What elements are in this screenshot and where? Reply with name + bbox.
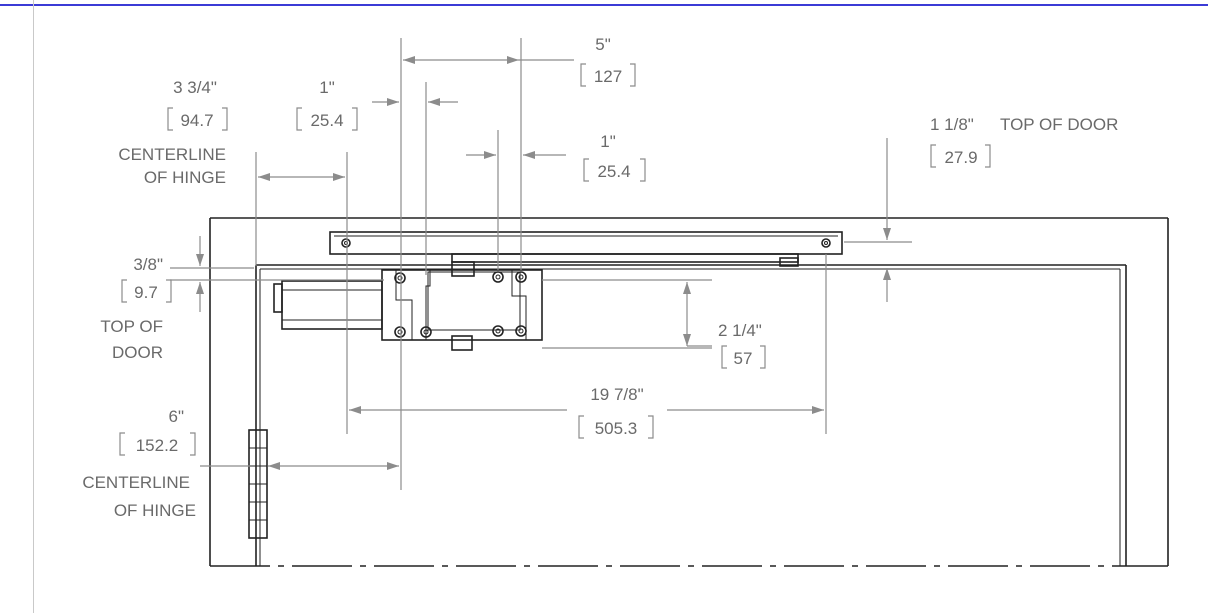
extension-lines bbox=[170, 38, 912, 490]
dim-arm-offset-inch: 1" bbox=[600, 132, 616, 151]
dim-closer-width-mm: 127 bbox=[594, 67, 622, 86]
dim-overall-inch: 19 7/8" bbox=[590, 385, 643, 404]
dim-hinge-bottom-inch: 6" bbox=[169, 407, 185, 426]
dim-track-top-inch: 1 1/8" bbox=[930, 115, 974, 134]
dim-hinge-bottom-note-1: CENTERLINE bbox=[82, 473, 190, 492]
door-frame bbox=[209, 217, 1169, 567]
dim-closer-width-inch: 5" bbox=[595, 35, 611, 54]
dim-track-top-note: TOP OF DOOR bbox=[1000, 115, 1118, 134]
closer-body bbox=[273, 269, 543, 351]
metric-brackets bbox=[119, 63, 991, 456]
top-border bbox=[0, 0, 1208, 6]
dim-body-height-mm: 57 bbox=[734, 349, 753, 368]
dim-body-top-mm: 9.7 bbox=[134, 283, 158, 302]
dim-hinge-bottom-mm: 152.2 bbox=[136, 436, 179, 455]
dim-hinge-to-closer-inch: 3 3/4" bbox=[173, 78, 217, 97]
hinge bbox=[248, 429, 268, 539]
dim-hinge-note-2: OF HINGE bbox=[144, 168, 226, 187]
dim-screw-offset-inch: 1" bbox=[319, 78, 335, 97]
dim-body-top-note-1: TOP OF bbox=[100, 317, 163, 336]
dim-hinge-note-1: CENTERLINE bbox=[118, 145, 226, 164]
dim-body-height-inch: 2 1/4" bbox=[718, 321, 762, 340]
dim-track-top-mm: 27.9 bbox=[944, 148, 977, 167]
dim-hinge-to-closer-mm: 94.7 bbox=[180, 111, 213, 130]
dimension-lines bbox=[196, 56, 891, 470]
dim-body-top-note-2: DOOR bbox=[112, 343, 163, 362]
dim-hinge-bottom-note-2: OF HINGE bbox=[114, 501, 196, 520]
dim-arm-offset-mm: 25.4 bbox=[597, 162, 630, 181]
track-arm bbox=[329, 231, 843, 277]
left-border bbox=[33, 0, 34, 613]
dim-body-top-inch: 3/8" bbox=[133, 255, 163, 274]
dim-screw-offset-mm: 25.4 bbox=[310, 111, 343, 130]
dim-overall-mm: 505.3 bbox=[595, 419, 638, 438]
